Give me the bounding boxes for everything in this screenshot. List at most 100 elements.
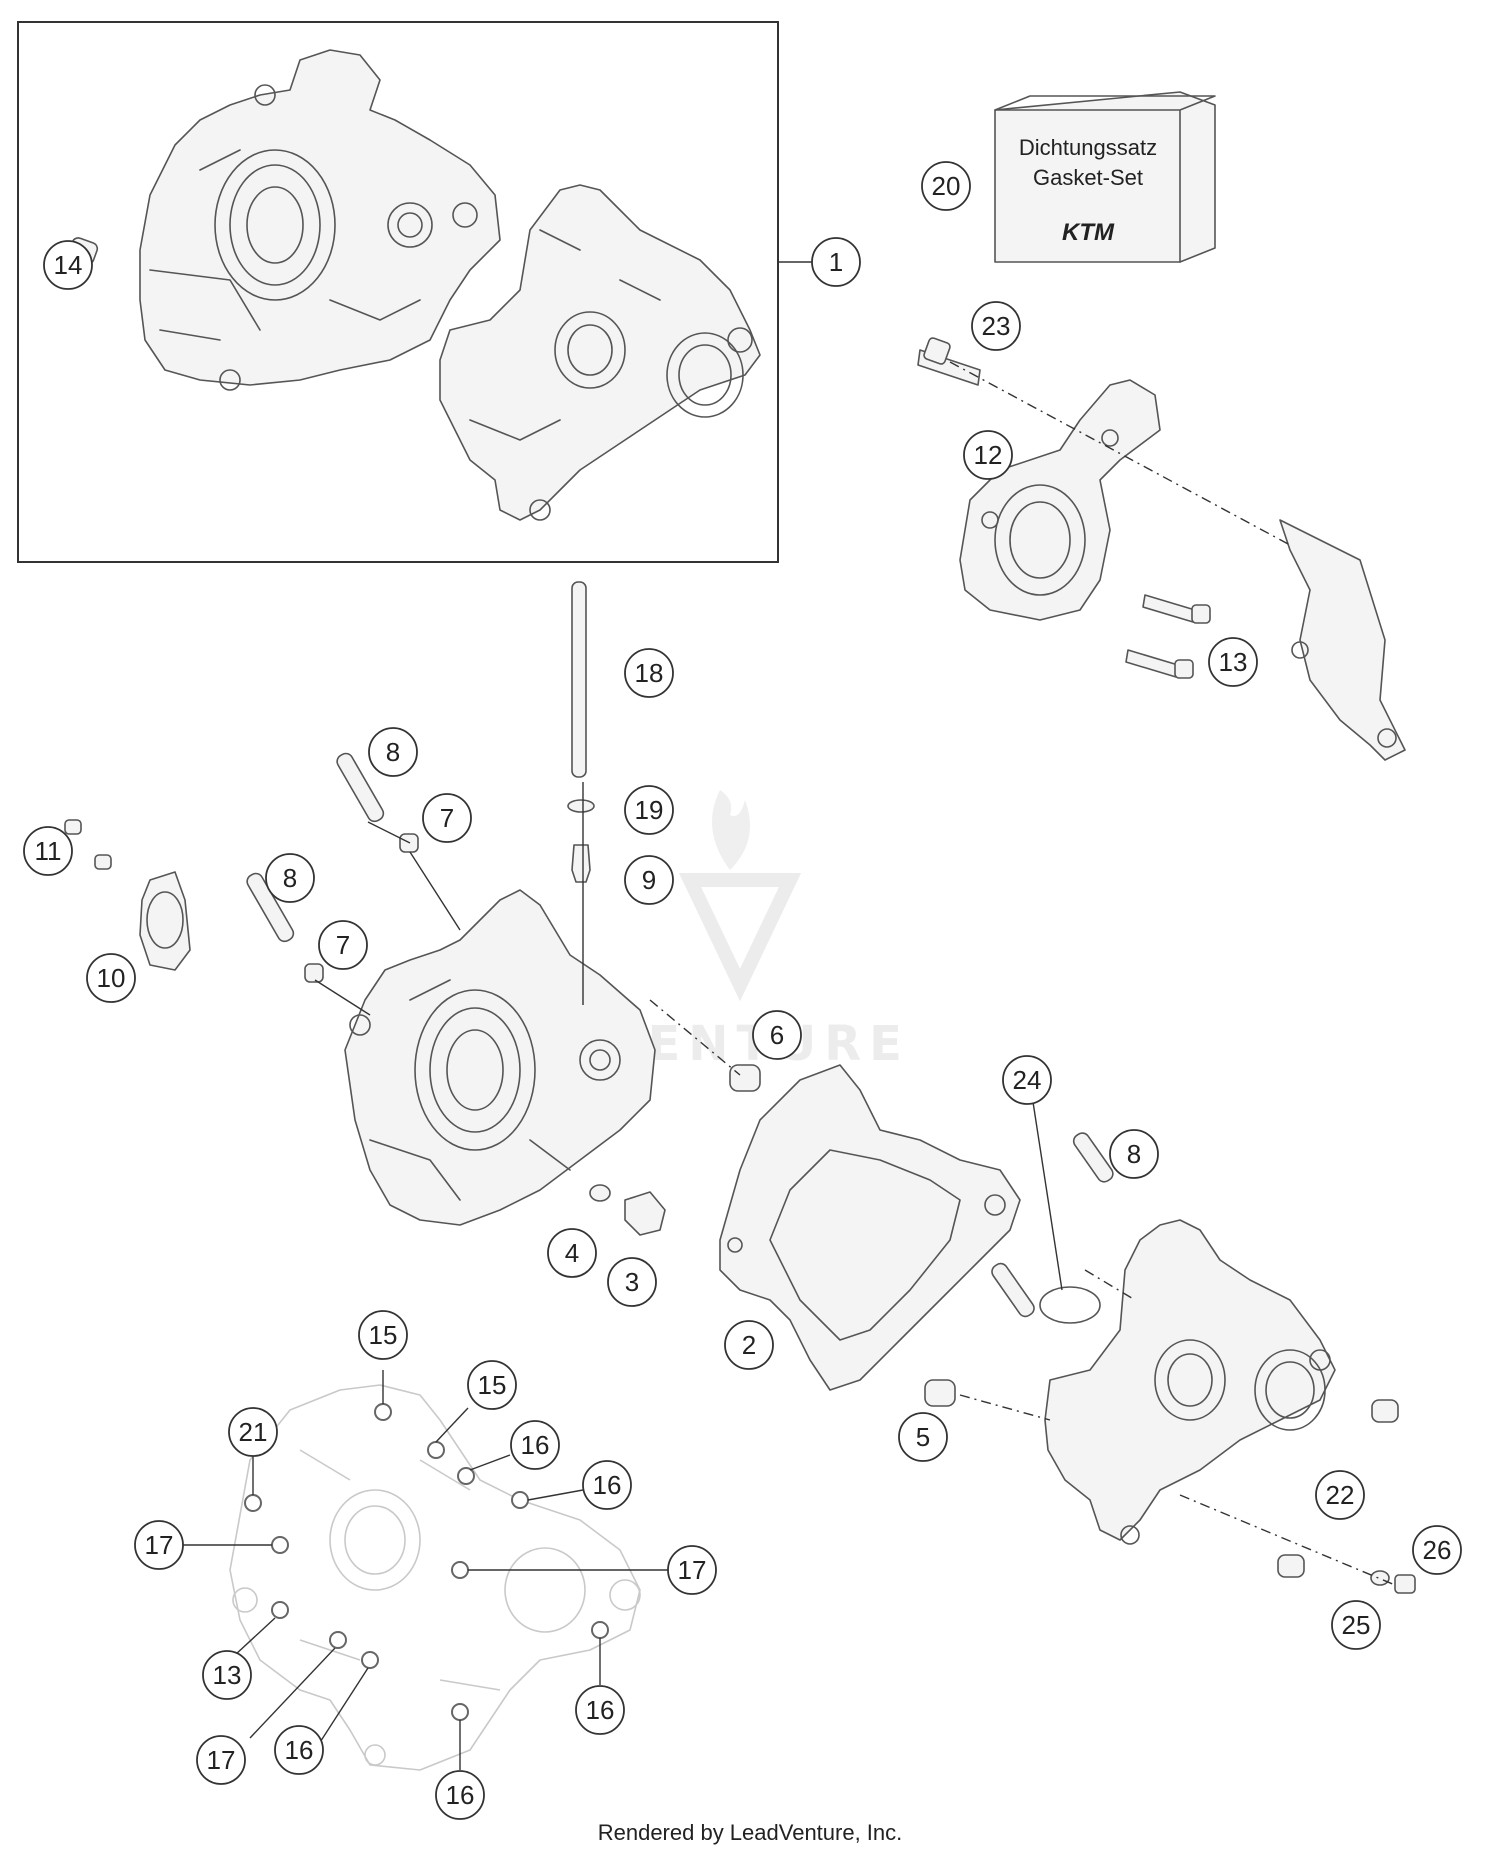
svg-text:15: 15 — [478, 1370, 507, 1400]
svg-text:20: 20 — [932, 171, 961, 201]
callout-16-e: 16 — [435, 1770, 485, 1820]
ghost-fastener-dots — [244, 1403, 609, 1721]
callout-1: 1 — [811, 237, 861, 287]
gasket-2 — [719, 1064, 1021, 1391]
screws-11 — [64, 819, 112, 870]
svg-text:22: 22 — [1326, 1480, 1355, 1510]
svg-text:21: 21 — [239, 1417, 268, 1447]
callout-23: 23 — [971, 301, 1021, 351]
bushing-22 — [1277, 1399, 1399, 1578]
callout-9: 9 — [624, 855, 674, 905]
dowel-pin-8-right — [1072, 1132, 1114, 1183]
bushing-5 — [924, 1379, 956, 1407]
callout-8-top: 8 — [368, 727, 418, 777]
callout-16-c: 16 — [274, 1725, 324, 1775]
svg-text:8: 8 — [1127, 1139, 1141, 1169]
svg-text:2: 2 — [742, 1330, 756, 1360]
screw-23 — [917, 337, 981, 386]
svg-text:13: 13 — [213, 1660, 242, 1690]
leader-lines — [183, 261, 1396, 1770]
svg-text:17: 17 — [678, 1555, 707, 1585]
circlip-24 — [1039, 1286, 1101, 1324]
svg-text:5: 5 — [916, 1422, 930, 1452]
svg-text:19: 19 — [635, 795, 664, 825]
callout-6: 6 — [752, 1010, 802, 1060]
svg-text:8: 8 — [283, 863, 297, 893]
render-credit: Rendered by LeadVenture, Inc. — [597, 1820, 903, 1845]
svg-text:17: 17 — [207, 1745, 236, 1775]
callout-22: 22 — [1315, 1470, 1365, 1520]
callouts: 14 1 20 23 12 13 18 8 19 7 11 9 8 7 10 6… — [23, 161, 1462, 1820]
callout-5: 5 — [898, 1412, 948, 1462]
gasket-set-box: Dichtungssatz Gasket-Set KTM — [994, 91, 1216, 263]
callout-17-right: 17 — [667, 1545, 717, 1595]
svg-text:11: 11 — [35, 836, 62, 866]
washer-25 — [1370, 1570, 1390, 1586]
svg-text:26: 26 — [1423, 1535, 1452, 1565]
callout-7-mid: 7 — [318, 920, 368, 970]
dowel-pin-right-lower — [991, 1262, 1035, 1318]
svg-text:9: 9 — [642, 865, 656, 895]
callout-8-mid: 8 — [265, 853, 315, 903]
washer-4 — [589, 1184, 611, 1202]
callout-16-a: 16 — [510, 1420, 560, 1470]
crankcase-ghost-view — [229, 1384, 641, 1771]
svg-text:7: 7 — [440, 803, 454, 833]
svg-text:15: 15 — [369, 1320, 398, 1350]
gasket-box-line1: Dichtungssatz — [1019, 135, 1157, 160]
cover-plate-10 — [139, 871, 191, 971]
screw-3 — [624, 1191, 666, 1236]
crankcase-assembly-box — [17, 21, 779, 563]
callout-17-left: 17 — [134, 1520, 184, 1570]
callout-11: 11 — [23, 826, 73, 876]
svg-text:16: 16 — [446, 1780, 475, 1810]
callout-24: 24 — [1002, 1055, 1052, 1105]
crankcase-left-half — [344, 889, 656, 1226]
callout-20: 20 — [921, 161, 971, 211]
callout-13-left: 13 — [202, 1650, 252, 1700]
callout-10: 10 — [86, 953, 136, 1003]
screws-13 — [1125, 594, 1211, 679]
callout-13-right: 13 — [1208, 637, 1258, 687]
callout-17-bottom: 17 — [196, 1735, 246, 1785]
callout-15-second: 15 — [467, 1360, 517, 1410]
svg-text:16: 16 — [586, 1695, 615, 1725]
gasket-box-line2: Gasket-Set — [1033, 165, 1143, 190]
callout-26: 26 — [1412, 1525, 1462, 1575]
callout-7-top: 7 — [422, 793, 472, 843]
svg-text:16: 16 — [285, 1735, 314, 1765]
callout-19: 19 — [624, 785, 674, 835]
callout-16-b: 16 — [582, 1460, 632, 1510]
callout-2: 2 — [724, 1320, 774, 1370]
svg-text:14: 14 — [54, 250, 83, 280]
svg-text:17: 17 — [145, 1530, 174, 1560]
crankcase-right-half-top — [439, 184, 761, 521]
ktm-logo: KTM — [1062, 219, 1115, 246]
svg-text:12: 12 — [974, 440, 1003, 470]
nipple-9 — [571, 844, 591, 883]
callout-18: 18 — [624, 648, 674, 698]
svg-text:8: 8 — [386, 737, 400, 767]
washer-19 — [567, 799, 595, 813]
dowel-pins-8-left — [246, 752, 385, 943]
svg-text:18: 18 — [635, 658, 664, 688]
bushing-6 — [729, 1064, 761, 1092]
crankcase-right-half — [1044, 1219, 1336, 1545]
callout-15-top: 15 — [358, 1310, 408, 1360]
svg-text:1: 1 — [829, 247, 843, 277]
svg-text:23: 23 — [982, 311, 1011, 341]
callout-4: 4 — [547, 1228, 597, 1278]
callout-8-right: 8 — [1109, 1129, 1159, 1179]
cover-part-12 — [959, 379, 1161, 621]
svg-text:24: 24 — [1013, 1065, 1042, 1095]
svg-text:6: 6 — [770, 1020, 784, 1050]
crankcase-left-half-top — [139, 49, 501, 391]
svg-text:7: 7 — [336, 930, 350, 960]
svg-text:25: 25 — [1342, 1610, 1371, 1640]
tube-18 — [571, 581, 587, 778]
svg-text:16: 16 — [521, 1430, 550, 1460]
guard-panel — [1279, 519, 1406, 761]
nut-26 — [1394, 1574, 1416, 1594]
callout-21: 21 — [228, 1407, 278, 1457]
